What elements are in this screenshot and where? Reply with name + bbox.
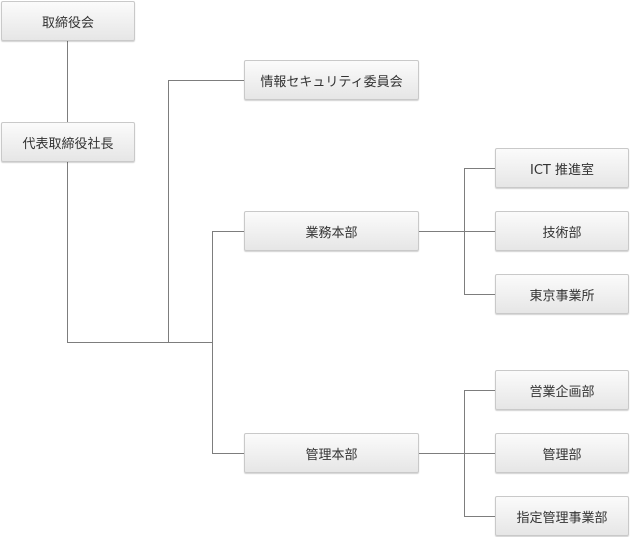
connector-divisions-vertical [212,231,213,454]
connector-sales-planning [464,390,495,391]
connector-management-division [212,453,244,454]
connector-ict [464,168,495,169]
node-board: 取締役会 [1,1,135,41]
node-president: 代表取締役社長 [1,122,135,162]
node-security-committee: 情報セキュリティ委員会 [244,60,419,100]
node-administration-dept: 管理部 [495,433,629,473]
connector-president-trunk [67,162,68,343]
connector-business-division [212,231,244,232]
connector-business-out [419,231,495,232]
connector-committee [168,80,244,81]
node-ict-office: ICT 推進室 [495,148,629,188]
node-designated-management-dept: 指定管理事業部 [495,496,629,536]
connector-tokyo [464,294,495,295]
connector-management-out [419,453,495,454]
connector-designated [464,516,495,517]
connector-board-president [67,41,68,122]
node-technical-dept: 技術部 [495,211,629,251]
node-sales-planning-dept: 営業企画部 [495,370,629,410]
connector-committee-vertical [168,80,169,343]
node-tokyo-office: 東京事業所 [495,274,629,314]
connector-business-branch [464,168,465,295]
connector-management-branch [464,390,465,517]
node-business-division: 業務本部 [244,211,419,251]
node-management-division: 管理本部 [244,433,419,473]
connector-main-horizontal [67,342,212,343]
